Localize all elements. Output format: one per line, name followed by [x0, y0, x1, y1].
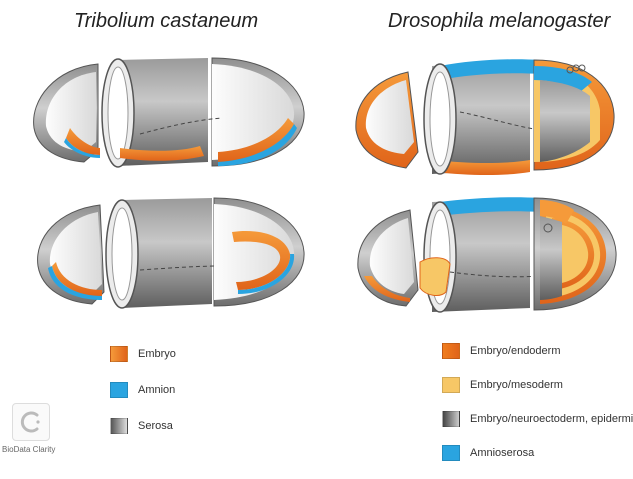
- drosophila-2-middle-cylinder: [419, 197, 541, 313]
- legend-item-endoderm: Embryo/endoderm: [442, 343, 633, 359]
- legend-swatch-neuroectoderm: [442, 411, 460, 427]
- legend-swatch-serosa: [110, 418, 128, 434]
- legend-label: Embryo/endoderm: [470, 345, 561, 357]
- legend-item-serosa: Serosa: [110, 418, 176, 434]
- tribolium-2-posterior-cap: [213, 197, 305, 307]
- tribolium-stage-1: [33, 57, 305, 168]
- tribolium-1-anterior-cap: [33, 63, 100, 163]
- logo-text: BioData Clarity: [2, 445, 56, 454]
- drosophila-1-anterior-cap: [355, 71, 419, 169]
- title-tribolium: Tribolium castaneum: [74, 10, 259, 32]
- embryo-diagrams: [33, 57, 617, 313]
- legend-drosophila: Embryo/endoderm Embryo/mesoderm Embryo/n…: [442, 343, 633, 479]
- drosophila-2-anterior-cap: [357, 209, 419, 307]
- drosophila-1-middle-cylinder: [423, 59, 541, 175]
- drosophila-stage-1: [355, 59, 615, 175]
- drosophila-1-posterior-cap: [533, 59, 615, 171]
- legend-item-mesoderm: Embryo/mesoderm: [442, 377, 633, 393]
- tribolium-1-middle-cylinder: [101, 58, 208, 168]
- title-drosophila: Drosophila melanogaster: [388, 10, 611, 32]
- legend-item-embryo: Embryo: [110, 346, 176, 362]
- drosophila-stage-2: [357, 197, 617, 313]
- legend-label: Serosa: [138, 420, 173, 432]
- drosophila-2-posterior-cap: [533, 197, 617, 311]
- tribolium-stage-2: [37, 197, 305, 309]
- tribolium-1-posterior-cap: [139, 57, 305, 167]
- legend-label: Embryo: [138, 348, 176, 360]
- spinner-c-icon: [20, 411, 40, 433]
- legend-label: Amnioserosa: [470, 447, 535, 459]
- legend-swatch-mesoderm: [442, 377, 460, 393]
- legend-label: Amnion: [138, 384, 176, 396]
- legend-label: Embryo/neuroectoderm, epidermis: [470, 413, 633, 425]
- tribolium-2-anterior-cap: [37, 204, 105, 305]
- legend-swatch-amnioserosa: [442, 445, 460, 461]
- legend-label: Embryo/mesoderm: [470, 379, 563, 391]
- legend-tribolium: Embryo Amnion Serosa: [110, 346, 176, 454]
- legend-swatch-amnion: [110, 382, 128, 398]
- legend-item-neuroectoderm: Embryo/neuroectoderm, epidermis: [442, 411, 633, 427]
- legend-swatch-embryo: [110, 346, 128, 362]
- legend-swatch-endoderm: [442, 343, 460, 359]
- legend-item-amnioserosa: Amnioserosa: [442, 445, 633, 461]
- tribolium-2-middle-cylinder: [105, 198, 223, 309]
- legend-item-amnion: Amnion: [110, 382, 176, 398]
- biodata-logo: [12, 403, 50, 441]
